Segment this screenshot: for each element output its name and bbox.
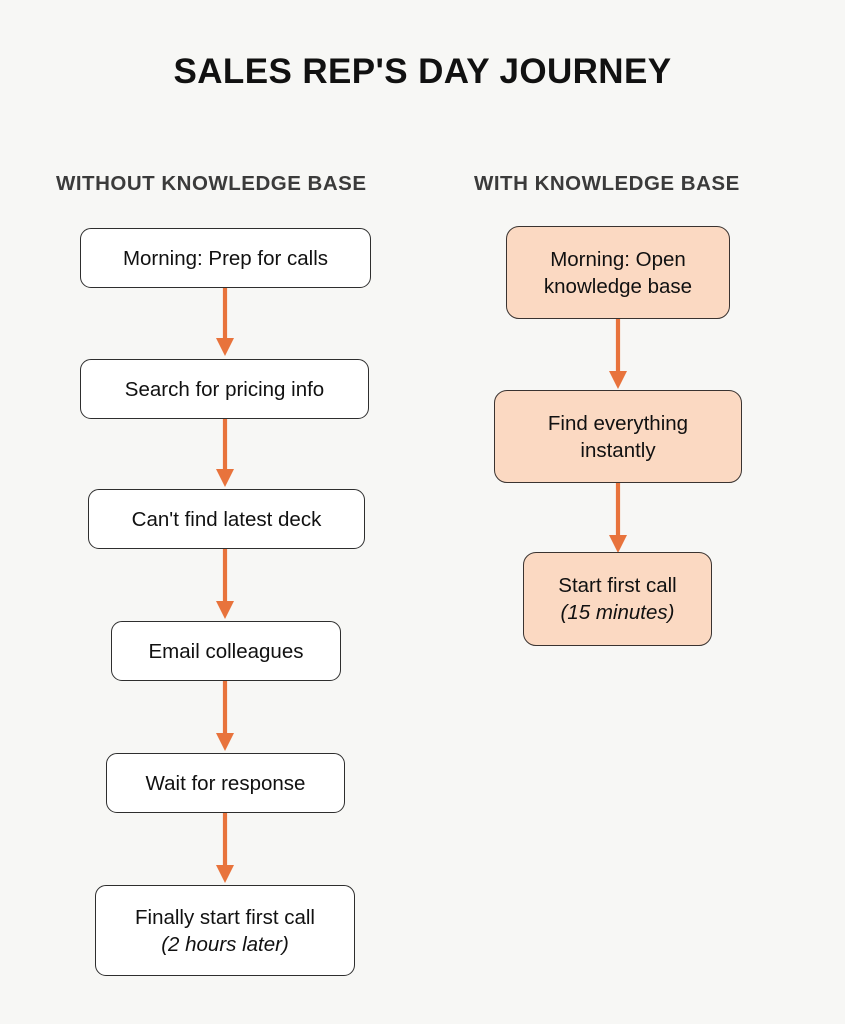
- flow-node-label: Start first call: [558, 574, 677, 597]
- flow-node-morning-prep-for-calls[interactable]: Morning: Prep for calls: [80, 228, 371, 288]
- column-heading-with-knowledge-base: WITH KNOWLEDGE BASE: [474, 172, 740, 195]
- flow-node-label: Find everything instantly: [547, 411, 689, 462]
- flow-node-cant-find-latest-deck[interactable]: Can't find latest deck: [88, 489, 365, 549]
- arrow-connector: [214, 549, 236, 621]
- arrow-connector: [214, 681, 236, 753]
- flow-node-morning-open-knowledge-base[interactable]: Morning: Open knowledge base: [506, 226, 730, 319]
- arrow-connector: [214, 813, 236, 885]
- flow-node-label: Wait for response: [145, 771, 306, 795]
- page-title: SALES REP'S DAY JOURNEY: [173, 52, 672, 91]
- flow-node-wait-for-response[interactable]: Wait for response: [106, 753, 345, 813]
- arrow-connector: [214, 288, 236, 358]
- flow-node-email-colleagues[interactable]: Email colleagues: [111, 621, 341, 681]
- flow-node-start-first-call[interactable]: Start first call (15 minutes): [523, 552, 712, 646]
- flow-node-sublabel: (15 minutes): [560, 601, 675, 624]
- flow-node-sublabel: (2 hours later): [161, 932, 289, 956]
- flow-node-search-for-pricing-info[interactable]: Search for pricing info: [80, 359, 369, 419]
- flow-node-label: Search for pricing info: [124, 377, 325, 401]
- column-heading-without-knowledge-base: WITHOUT KNOWLEDGE BASE: [56, 172, 367, 195]
- arrow-connector: [607, 483, 629, 555]
- flow-node-label: Email colleagues: [148, 639, 304, 663]
- arrow-connector: [607, 319, 629, 391]
- flow-node-label: Morning: Prep for calls: [122, 246, 329, 270]
- flow-node-label: Can't find latest deck: [131, 507, 322, 531]
- flow-node-label: Finally start first call: [135, 905, 315, 929]
- flow-node-label: Morning: Open knowledge base: [543, 247, 693, 298]
- arrow-connector: [214, 419, 236, 489]
- flow-node-finally-start-first-call[interactable]: Finally start first call (2 hours later): [95, 885, 355, 976]
- flow-node-find-everything-instantly[interactable]: Find everything instantly: [494, 390, 742, 483]
